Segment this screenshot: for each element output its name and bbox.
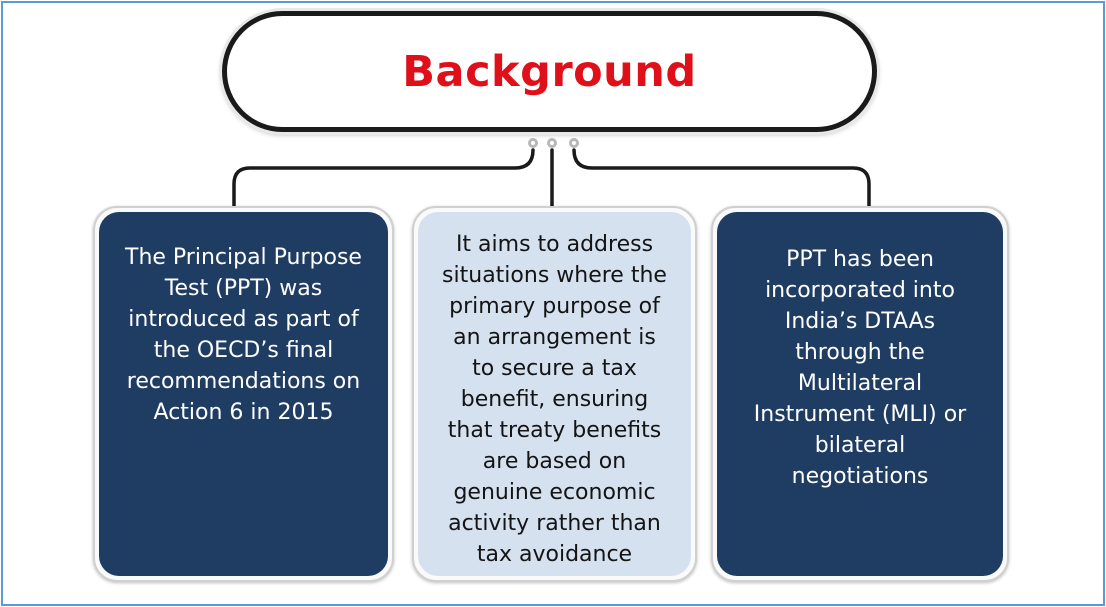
card-left-body: The Principal Purpose Test (PPT) was int… <box>99 212 388 576</box>
connector-left <box>232 148 535 210</box>
connector-right <box>572 148 871 210</box>
card-right-body: PPT has been incorporated into India’s D… <box>717 212 1003 576</box>
card-right: PPT has been incorporated into India’s D… <box>711 206 1009 582</box>
card-center-text: It aims to address situations where the … <box>442 232 667 567</box>
connector-dot-right <box>569 138 579 148</box>
card-center: It aims to address situations where the … <box>412 206 697 582</box>
card-center-body: It aims to address situations where the … <box>418 212 691 576</box>
connector-dot-center <box>547 138 557 148</box>
title-box: Background <box>222 11 877 132</box>
card-right-text: PPT has been incorporated into India’s D… <box>753 247 967 489</box>
card-left: The Principal Purpose Test (PPT) was int… <box>93 206 394 582</box>
connector-dot-left <box>528 138 538 148</box>
diagram-title: Background <box>402 46 697 97</box>
card-left-text: The Principal Purpose Test (PPT) was int… <box>125 245 362 425</box>
